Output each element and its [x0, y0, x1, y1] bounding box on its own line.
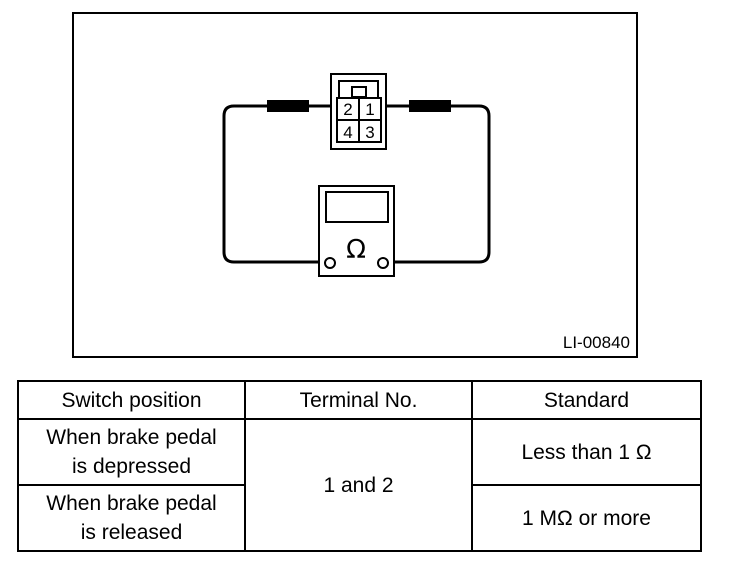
pin-4-label: 4	[343, 123, 352, 142]
position-line: When brake pedal	[46, 426, 217, 449]
ohmmeter: Ω	[318, 185, 395, 277]
pin-3-label: 3	[365, 123, 374, 142]
circuit-diagram: 2 1 4 3 Ω	[222, 73, 491, 277]
right-probe-sleeve	[409, 100, 451, 112]
table-row: When brake pedal is depressed 1 and 2 Le…	[17, 418, 702, 552]
meter-terminal-left	[324, 257, 336, 269]
header-terminal-no: Terminal No.	[244, 380, 473, 420]
header-switch-position: Switch position	[17, 380, 246, 420]
position-line: is depressed	[71, 455, 192, 478]
table-row: When brake pedal is released 1 MΩ or mor…	[17, 484, 702, 552]
spec-table: Switch position Terminal No. Standard Wh…	[17, 380, 702, 552]
table-header-row: Switch position Terminal No. Standard	[17, 380, 702, 420]
right-wire	[381, 104, 491, 264]
position-line: When brake pedal	[46, 492, 217, 515]
left-wire	[222, 104, 330, 264]
terminal-cell: 1 and 2	[244, 418, 473, 552]
switch-position-cell: When brake pedal is released	[17, 484, 246, 552]
standard-cell: 1 MΩ or more	[471, 484, 702, 552]
connector: 2 1 4 3	[330, 73, 387, 150]
pin-2-label: 2	[343, 100, 352, 119]
position-line: is released	[80, 521, 183, 544]
left-probe-sleeve	[267, 100, 309, 112]
figure-id: LI-00840	[562, 333, 630, 352]
ohm-symbol: Ω	[346, 235, 366, 265]
switch-position-cell: When brake pedal is depressed	[17, 418, 246, 486]
header-standard: Standard	[471, 380, 702, 420]
meter-terminal-right	[377, 257, 389, 269]
meter-display	[325, 191, 389, 223]
diagram-frame: 2 1 4 3 Ω LI-00840	[72, 12, 638, 358]
pin-1-label: 1	[365, 100, 374, 119]
standard-cell: Less than 1 Ω	[471, 418, 702, 486]
